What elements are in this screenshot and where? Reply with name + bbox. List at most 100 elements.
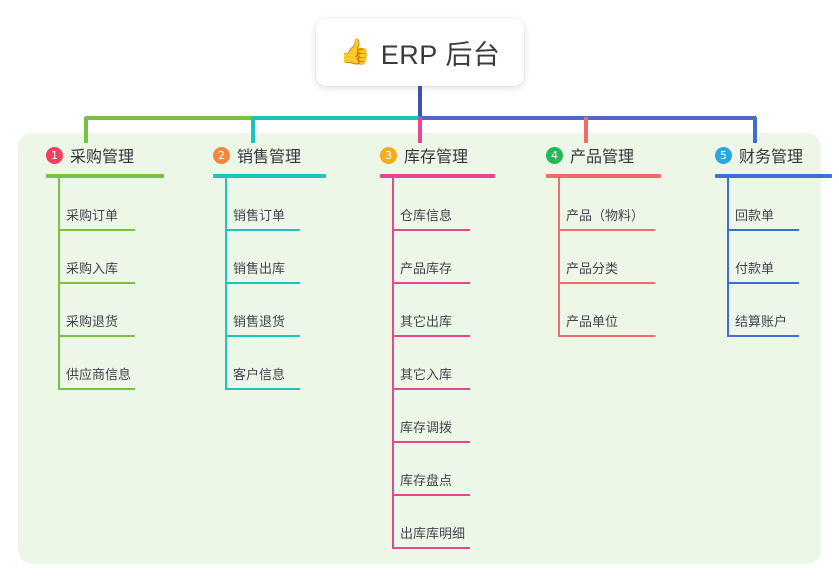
- branch-items-2: 销售订单销售出库销售退货客户信息: [197, 178, 347, 390]
- branch-header-5[interactable]: 5 财务管理: [699, 142, 839, 168]
- branch-item[interactable]: 付款单: [699, 231, 839, 284]
- branch-item[interactable]: 结算账户: [699, 284, 839, 337]
- branch-item-label: 产品库存: [400, 261, 453, 276]
- branch-item-rule: [392, 494, 470, 496]
- branch-item[interactable]: 采购入库: [30, 231, 180, 284]
- branch-item[interactable]: 回款单: [699, 178, 839, 231]
- branch-badge-5: 5: [715, 146, 732, 164]
- branch-item-label: 销售退货: [233, 314, 286, 329]
- branch-item-rule: [392, 335, 470, 337]
- branch-item-rule: [558, 229, 655, 231]
- diagram-panel: [18, 133, 821, 564]
- branch-item-rule: [392, 547, 470, 549]
- branch-item[interactable]: 客户信息: [197, 337, 347, 390]
- branch-item[interactable]: 产品（物料）: [530, 178, 695, 231]
- branch-item-label: 采购订单: [66, 208, 119, 223]
- branch-badge-1: 1: [46, 146, 63, 164]
- branch-item-label: 产品分类: [566, 261, 619, 276]
- branch-column-1: 1 采购管理 采购订单采购入库采购退货供应商信息: [30, 142, 180, 390]
- branch-items-4: 产品（物料） 产品分类产品单位: [530, 178, 695, 337]
- branch-item[interactable]: 销售订单: [197, 178, 347, 231]
- branch-item-label: 回款单: [735, 208, 775, 223]
- branch-badge-4: 4: [546, 146, 563, 164]
- branch-item[interactable]: 库存盘点: [364, 443, 519, 496]
- branch-title-4: 产品管理: [570, 149, 635, 166]
- branch-item-label: 销售订单: [233, 208, 286, 223]
- branch-item-label: 采购退货: [66, 314, 119, 329]
- branch-item-rule: [58, 229, 135, 231]
- branch-spine: [58, 178, 60, 390]
- thumbs-up-icon: 👍: [339, 37, 371, 66]
- branch-title-2: 销售管理: [237, 149, 302, 166]
- branch-item-label: 库存调拨: [400, 420, 453, 435]
- branch-title-5: 财务管理: [739, 149, 804, 166]
- branch-header-4[interactable]: 4 产品管理: [530, 142, 695, 168]
- branch-item[interactable]: 出库库明细: [364, 496, 519, 549]
- branch-item-rule: [727, 335, 799, 337]
- branch-column-4: 4 产品管理 产品（物料） 产品分类产品单位: [530, 142, 695, 337]
- branch-header-1[interactable]: 1 采购管理: [30, 142, 180, 168]
- branch-item-label: 其它出库: [400, 314, 453, 329]
- branch-item-label: 产品单位: [566, 314, 619, 329]
- branch-items-3: 仓库信息产品库存其它出库其它入库库存调拨库存盘点出库库明细: [364, 178, 519, 549]
- root-node[interactable]: 👍 ERP 后台: [316, 18, 524, 86]
- branch-item-rule: [392, 229, 470, 231]
- branch-item[interactable]: 产品单位: [530, 284, 695, 337]
- branch-column-3: 3 库存管理 仓库信息产品库存其它出库其它入库库存调拨库存盘点出库库明细: [364, 142, 519, 549]
- branch-item-label: 库存盘点: [400, 473, 453, 488]
- branch-spine: [392, 178, 394, 549]
- branch-rule-3: [380, 174, 495, 178]
- branch-rule-5: [715, 174, 832, 178]
- branch-item[interactable]: 采购退货: [30, 284, 180, 337]
- branch-item-label: 客户信息: [233, 367, 286, 382]
- branch-item-rule: [558, 335, 655, 337]
- branch-item-rule: [225, 335, 300, 337]
- branch-item-label: 出库库明细: [400, 526, 466, 541]
- branch-item[interactable]: 供应商信息: [30, 337, 180, 390]
- branch-header-2[interactable]: 2 销售管理: [197, 142, 347, 168]
- branch-column-5: 5 财务管理 回款单付款单结算账户: [699, 142, 839, 337]
- root-node-title: ERP 后台: [380, 39, 501, 70]
- branch-item[interactable]: 其它入库: [364, 337, 519, 390]
- branch-item-rule: [558, 282, 655, 284]
- branch-item-rule: [727, 282, 799, 284]
- branch-item-label: 销售出库: [233, 261, 286, 276]
- branch-item[interactable]: 仓库信息: [364, 178, 519, 231]
- branch-header-3[interactable]: 3 库存管理: [364, 142, 519, 168]
- branch-spine: [558, 178, 560, 337]
- branch-items-5: 回款单付款单结算账户: [699, 178, 839, 337]
- branch-item[interactable]: 库存调拨: [364, 390, 519, 443]
- branch-item[interactable]: 销售退货: [197, 284, 347, 337]
- branch-item-rule: [392, 441, 470, 443]
- branch-item-rule: [58, 335, 135, 337]
- branch-item[interactable]: 采购订单: [30, 178, 180, 231]
- branch-item-rule: [225, 282, 300, 284]
- branch-rule-2: [213, 174, 326, 178]
- branch-item-rule: [225, 388, 300, 390]
- branch-rule-1: [46, 174, 164, 178]
- branch-item-label: 供应商信息: [66, 367, 132, 382]
- branch-item-label: 结算账户: [735, 314, 788, 329]
- branch-item-label: 其它入库: [400, 367, 453, 382]
- branch-item-rule: [58, 388, 135, 390]
- branch-item[interactable]: 产品库存: [364, 231, 519, 284]
- root-node-content: 👍 ERP 后台: [340, 33, 501, 72]
- branch-rule-4: [546, 174, 661, 178]
- branch-spine: [225, 178, 227, 390]
- branch-title-1: 采购管理: [70, 149, 135, 166]
- branch-item-rule: [392, 282, 470, 284]
- branch-spine: [727, 178, 729, 337]
- branch-item-label: 采购入库: [66, 261, 119, 276]
- branch-item-rule: [225, 229, 300, 231]
- branch-item-label: 付款单: [735, 261, 775, 276]
- branch-item-rule: [727, 229, 799, 231]
- branch-item[interactable]: 产品分类: [530, 231, 695, 284]
- branch-item-label: 产品（物料）: [566, 208, 645, 223]
- branch-badge-2: 2: [213, 146, 230, 164]
- branch-title-3: 库存管理: [404, 149, 469, 166]
- branch-column-2: 2 销售管理 销售订单销售出库销售退货客户信息: [197, 142, 347, 390]
- branch-item-rule: [392, 388, 470, 390]
- branch-item[interactable]: 其它出库: [364, 284, 519, 337]
- branch-item[interactable]: 销售出库: [197, 231, 347, 284]
